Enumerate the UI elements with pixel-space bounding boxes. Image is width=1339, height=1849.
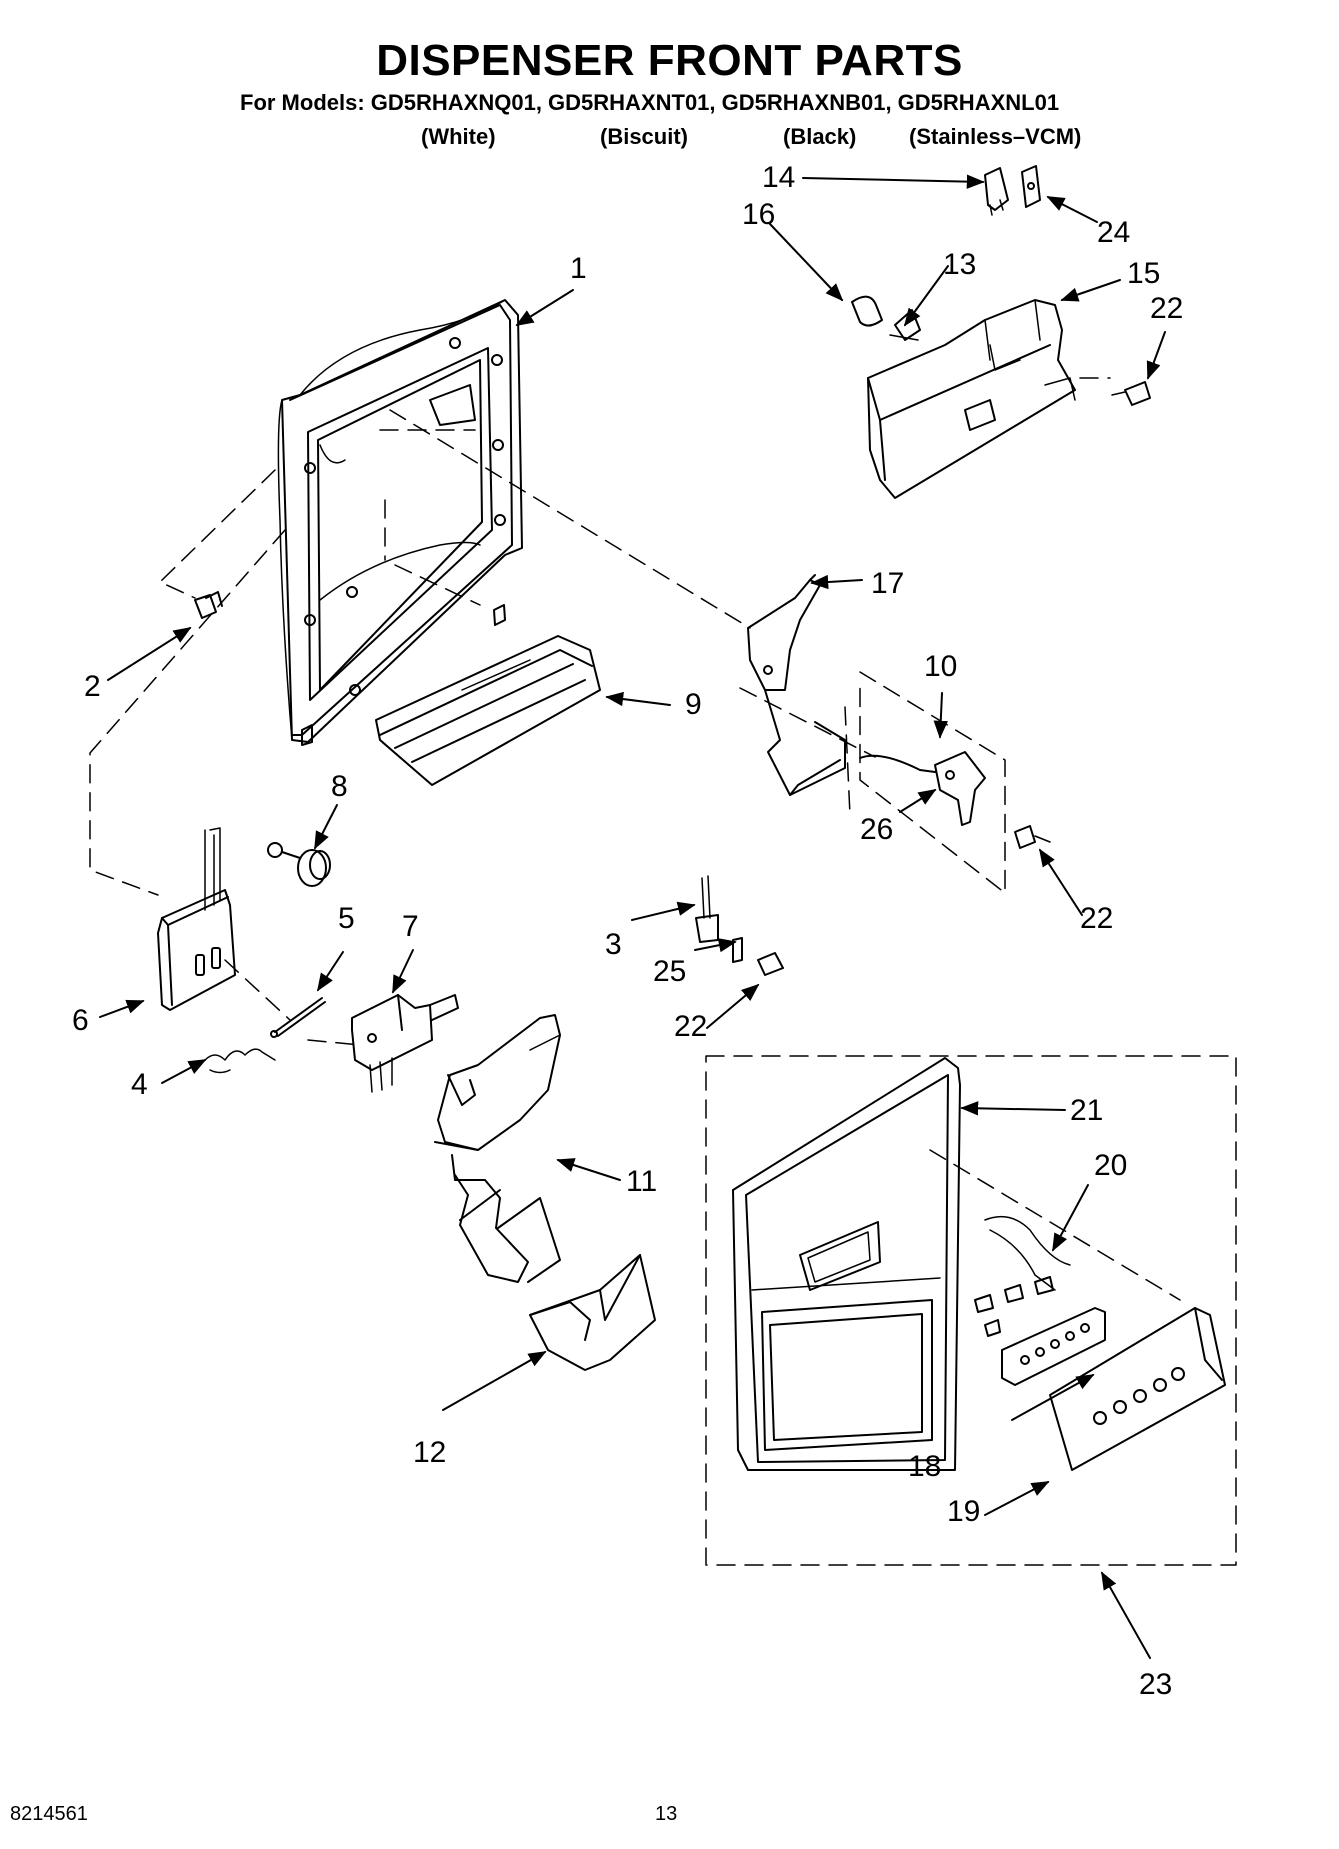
variant-black: (Black)	[783, 124, 857, 149]
callout-4: 4	[131, 1068, 148, 1101]
callout-18: 18	[908, 1450, 942, 1483]
part-24-bracket	[1022, 166, 1040, 207]
callout-5: 5	[338, 902, 355, 935]
part-26-switch-assembly	[860, 752, 985, 825]
callout-12: 12	[413, 1436, 447, 1469]
callout-9: 9	[685, 688, 702, 721]
callout-25: 25	[653, 955, 687, 988]
callout-21: 21	[1070, 1094, 1104, 1127]
callout-8: 8	[331, 770, 348, 803]
callout-3: 3	[605, 928, 622, 961]
callout-22-lower: 22	[674, 1010, 708, 1043]
part-14-switch	[985, 168, 1008, 215]
part-22-screw-middle	[1015, 826, 1050, 848]
part-18-control-board	[1002, 1308, 1105, 1385]
part-1-dispenser-housing	[278, 300, 522, 745]
callout-26: 26	[860, 813, 894, 846]
callout-10: 10	[924, 650, 958, 683]
part-5-pin	[271, 998, 325, 1037]
part-19-control-overlay	[1050, 1308, 1225, 1470]
callout-19: 19	[947, 1495, 981, 1528]
part-17-water-lever	[748, 575, 845, 795]
part-2-screw	[195, 592, 222, 618]
variant-biscuit: (Biscuit)	[600, 124, 688, 149]
part-22-screw-upper	[1112, 382, 1150, 405]
part-20-harness	[975, 1217, 1070, 1336]
page-number: 13	[655, 1803, 678, 1825]
part-3-switch-blade	[696, 876, 718, 942]
callout-15: 15	[1127, 257, 1161, 290]
part-15-module-housing	[868, 300, 1075, 498]
callout-1: 1	[570, 252, 587, 285]
callout-7: 7	[402, 910, 419, 943]
callout-24: 24	[1097, 216, 1131, 249]
document-number: 8214561	[10, 1803, 88, 1825]
callout-16: 16	[742, 198, 776, 231]
callout-22-upper: 22	[1150, 292, 1184, 325]
callout-13: 13	[943, 248, 977, 281]
part-22-screw-lower	[758, 953, 783, 975]
part-9-drip-tray	[376, 636, 600, 785]
part-16-bulb	[852, 297, 882, 326]
callout-2: 2	[84, 670, 101, 703]
part-21-front-panel	[733, 1058, 960, 1470]
callout-6: 6	[72, 1004, 89, 1037]
variant-stainless: (Stainless–VCM)	[909, 124, 1082, 149]
part-8-solenoid	[268, 843, 330, 886]
callout-17: 17	[871, 567, 905, 600]
page-title: DISPENSER FRONT PARTS	[376, 36, 963, 85]
part-12-ice-chute	[530, 1255, 655, 1370]
callout-11: 11	[626, 1165, 658, 1198]
part-7-lever-bracket	[352, 995, 458, 1092]
callout-20: 20	[1094, 1149, 1128, 1182]
part-25-insulator	[733, 938, 742, 962]
leader-arrows	[100, 174, 1165, 1658]
part-6-control-module	[158, 828, 235, 1010]
part-4-spring	[205, 1049, 275, 1072]
variant-white: (White)	[421, 124, 496, 149]
part-11-ice-paddle	[435, 1015, 560, 1282]
models-line: For Models: GD5RHAXNQ01, GD5RHAXNT01, GD…	[240, 90, 1060, 115]
callout-22-middle: 22	[1080, 902, 1114, 935]
callout-23: 23	[1139, 1668, 1173, 1701]
callout-14: 14	[762, 161, 796, 194]
